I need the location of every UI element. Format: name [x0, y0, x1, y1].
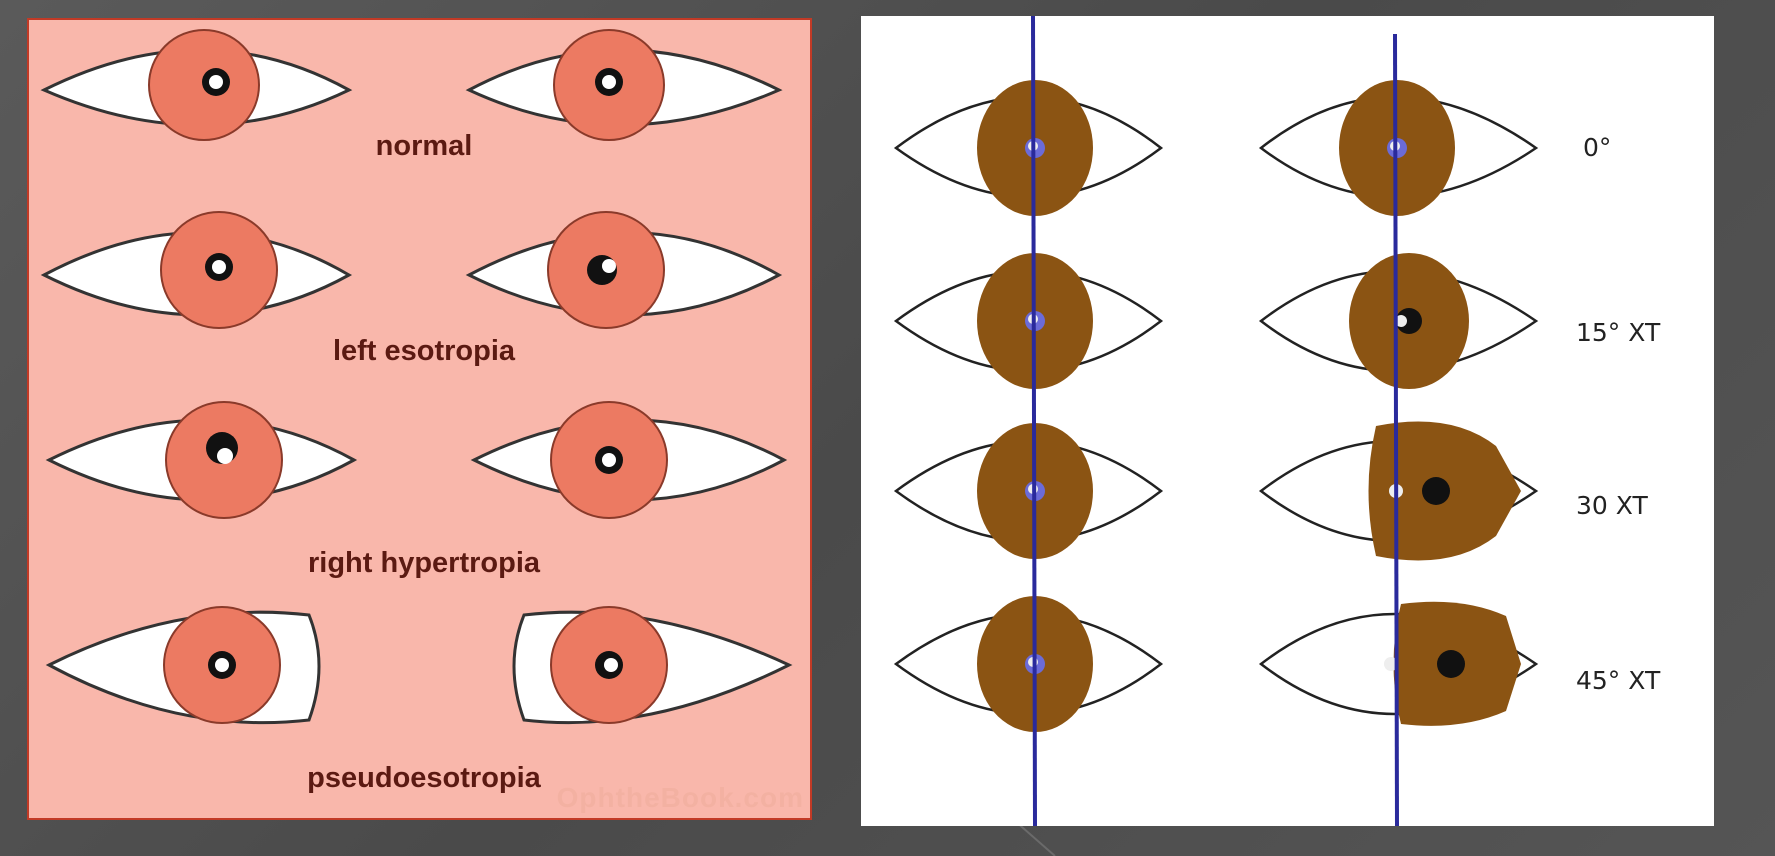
left-eye	[514, 607, 789, 723]
watermark: OphtheBook.com	[557, 782, 804, 814]
left-eye	[474, 402, 784, 518]
right-eye	[49, 607, 319, 723]
right-eye	[44, 212, 349, 328]
right-eye	[44, 30, 349, 140]
eye-pair-30-degrees	[896, 422, 1536, 561]
label-45-degrees-xt: 45° XT	[1576, 666, 1660, 695]
eye-pair-45-degrees	[896, 596, 1536, 732]
eye-pair-pseudoesotropia	[49, 607, 789, 723]
hirschberg-panel: 0° 15° XT 30 XT 45° XT	[861, 16, 1714, 826]
left-eye	[469, 212, 779, 328]
eye-pair-normal	[44, 30, 779, 140]
label-0-degrees: 0°	[1583, 133, 1611, 162]
reference-line-right	[1395, 34, 1397, 826]
label-30-xt: 30 XT	[1576, 491, 1648, 520]
strabismus-cartoon-panel: normal left esotropia right hypertropia …	[27, 18, 812, 820]
eye-pair-left-esotropia	[44, 212, 779, 328]
eye-pair-0-degrees	[896, 80, 1536, 216]
eye-pair-right-hypertropia	[49, 402, 784, 518]
label-15-degrees-xt: 15° XT	[1576, 318, 1660, 347]
left-eye	[469, 30, 779, 140]
eye-pair-15-degrees	[896, 253, 1536, 389]
label-pseudoesotropia: pseudoesotropia	[307, 762, 541, 795]
label-normal: normal	[376, 130, 473, 163]
right-eye	[49, 402, 354, 518]
reference-line-left	[1033, 16, 1035, 826]
label-left-esotropia: left esotropia	[333, 335, 515, 368]
label-right-hypertropia: right hypertropia	[308, 547, 540, 580]
